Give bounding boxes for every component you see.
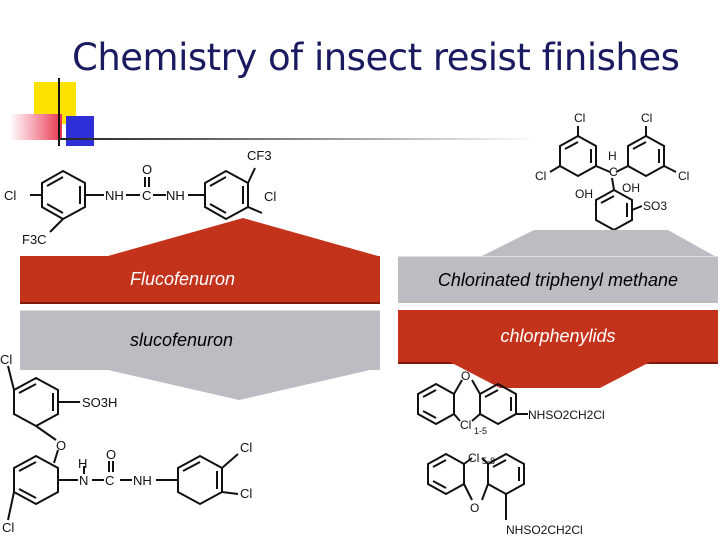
- down-arrow-right: [450, 362, 650, 388]
- decor-blue-square: [66, 116, 94, 146]
- label-c: C: [105, 473, 114, 488]
- label-nhso2ch2cl-1: NHSO2CH2Cl: [528, 408, 605, 422]
- decor-vertical-line: [58, 78, 60, 146]
- slucofenuron-label: slucofenuron: [130, 330, 234, 350]
- label-o-carbonyl: O: [106, 447, 116, 462]
- label-subscript-2: 5-8: [482, 456, 495, 466]
- label-cl-l: Cl: [535, 169, 546, 183]
- label-cl-tl: Cl: [574, 111, 585, 125]
- ring-dichloro: [177, 454, 223, 506]
- up-arrow-left: [108, 218, 378, 256]
- ring-sulfonate: [13, 376, 59, 428]
- label-so3: SO3: [643, 199, 667, 213]
- slide-title: Chemistry of insect resist finishes: [72, 36, 680, 79]
- label-oh-left: OH: [575, 187, 593, 201]
- band-chlorinated-triphenyl-methane: Chlorinated triphenyl methane: [398, 256, 718, 303]
- band-flucofenuron: Flucofenuron: [20, 256, 380, 304]
- benzene-ring-left: [41, 169, 86, 221]
- label-subscript-1: 1-5: [474, 426, 487, 436]
- label-n: N: [79, 473, 88, 488]
- band-chlorphenylids: chlorphenylids: [398, 310, 718, 364]
- label-h: H: [78, 456, 87, 471]
- ring-middle: [13, 454, 59, 506]
- label-cl-top2: Cl: [468, 451, 479, 465]
- label-cl-r: Cl: [678, 169, 689, 183]
- down-arrow-left: [108, 370, 370, 400]
- chlorphenylids-label: chlorphenylids: [500, 325, 616, 346]
- flucofenuron-structure: CF3 Cl Cl O NH C NH F3C: [4, 148, 276, 247]
- label-h: H: [608, 149, 617, 163]
- label-cl-mid: Cl: [460, 418, 471, 432]
- label-cl-left: Cl: [4, 188, 16, 203]
- band-slucofenuron: slucofenuron: [20, 310, 380, 370]
- label-cl-2: Cl: [240, 486, 252, 501]
- label-o: O: [56, 438, 66, 453]
- up-arrow-right: [478, 230, 718, 258]
- benzene-ring-right: [204, 169, 249, 221]
- slucofenuron-structure: Cl SO3H O H O N C NH Cl Cl Cl: [0, 352, 252, 535]
- label-oh-right: OH: [622, 181, 640, 195]
- label-nhso2ch2cl-2: NHSO2CH2Cl: [506, 523, 583, 537]
- label-cl-tr: Cl: [641, 111, 652, 125]
- chlorinated-label: Chlorinated triphenyl methane: [437, 269, 679, 290]
- triphenylmethane-structure: Cl Cl Cl Cl H C OH OH SO3: [535, 111, 689, 232]
- label-o: O: [142, 162, 152, 177]
- label-so3h: SO3H: [82, 395, 117, 410]
- label-cl-right: Cl: [264, 189, 276, 204]
- label-nh-right: NH: [166, 188, 185, 203]
- label-c: C: [609, 165, 618, 179]
- flucofenuron-label: Flucofenuron: [130, 268, 236, 289]
- label-cf3: CF3: [247, 148, 272, 163]
- label-cl-bottom: Cl: [2, 520, 14, 535]
- label-c: C: [142, 188, 151, 203]
- label-nh-left: NH: [105, 188, 124, 203]
- label-cl-top: Cl: [0, 352, 12, 367]
- decor-horizontal-rule: [58, 138, 538, 140]
- label-o-top: O: [461, 369, 470, 383]
- chlorphenylids-structure: O NHSO2CH2Cl Cl 1-5 Cl 5-8 O NHSO2CH2Cl: [417, 369, 605, 537]
- label-o-bottom: O: [470, 501, 479, 515]
- decor-red-gradient-bar: [10, 114, 62, 140]
- label-f3c: F3C: [22, 232, 47, 247]
- label-nh: NH: [133, 473, 152, 488]
- label-cl-1: Cl: [240, 440, 252, 455]
